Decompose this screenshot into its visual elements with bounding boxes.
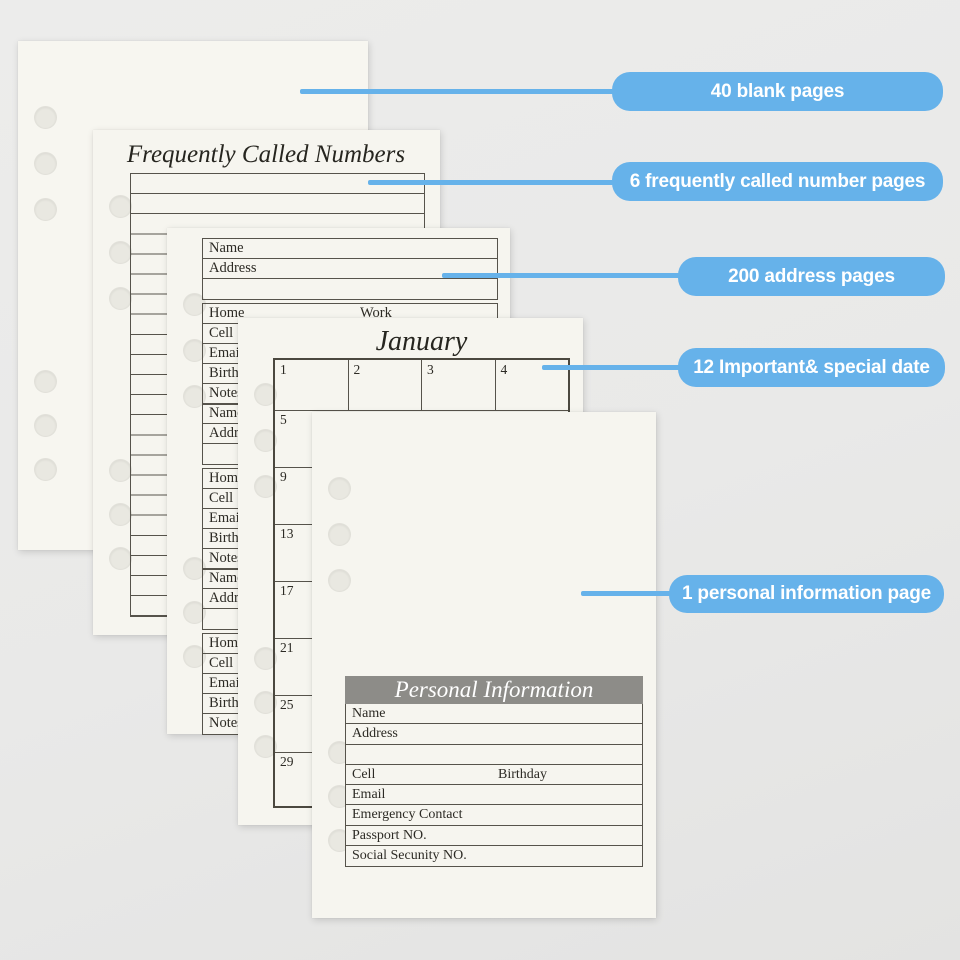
calendar-day-cell: 5 [275,410,568,467]
calendar-day-cell: 2 [349,360,422,410]
binder-hole [34,458,57,481]
binder-hole [254,647,277,670]
binder-hole [328,569,351,592]
binder-hole [109,503,132,526]
binder-hole [183,557,206,580]
calendar-week-row: 1 2 3 4 [275,360,568,410]
calendar-day-cell: 4 [500,362,508,377]
binder-hole [34,414,57,437]
field-row-notes: Notes [209,715,243,731]
callout-line-special-dates [542,365,682,370]
callout-line-frequent-numbers [368,180,618,185]
callout-line-blank-pages [300,89,615,94]
binder-hole [183,645,206,668]
binder-hole [254,383,277,406]
page-personal-information: Personal Information Name Address Cell B… [312,412,656,918]
calendar-month-title: January [375,326,468,357]
address-contact-block: Name Address [202,238,498,300]
callout-address-pages: 200 address pages [678,257,945,296]
binder-hole [34,152,57,175]
field-row-cell: Cell Birthday [346,765,642,786]
binder-hole [109,287,132,310]
field-row-name: Name [346,704,642,725]
field-row-passport: Passport NO. [346,826,642,847]
binder-hole [109,241,132,264]
field-row-blank [203,279,497,299]
callout-line-personal-info [581,591,673,596]
binder-hole [34,370,57,393]
callout-blank-pages: 40 blank pages [612,72,943,111]
binder-hole [183,339,206,362]
field-row-emergency-contact: Emergency Contact [346,805,642,826]
field-row-name: Name [203,239,497,259]
calendar-day-cell: 1 [275,360,349,410]
field-row-blank [346,745,642,765]
binder-hole [183,293,206,316]
personal-information-table: Name Address Cell Birthday Email Emergen… [345,704,643,868]
binder-hole [34,106,57,129]
binder-hole [254,735,277,758]
field-row-address: Address [346,724,642,745]
binder-hole [109,547,132,570]
field-row-address: Address [203,259,497,279]
binder-hole [254,429,277,452]
binder-hole [183,385,206,408]
binder-hole [183,601,206,624]
personal-information-title: Personal Information [345,676,643,704]
callout-line-address-pages [442,273,682,278]
binder-hole [254,691,277,714]
field-row-notes: Notes [209,385,243,401]
birthday-label: Birthday [498,766,547,782]
calendar-day-cell: 3 [422,360,496,410]
binder-hole [109,195,132,218]
callout-personal-info: 1 personal information page [669,575,944,613]
work-label: Work [360,305,392,321]
binder-hole [328,523,351,546]
frequently-called-numbers-title: Frequently Called Numbers [126,141,406,168]
binder-hole [328,477,351,500]
field-row-email: Email [346,785,642,806]
field-row-notes: Notes [209,550,243,566]
field-row-social-security: Social Secunity NO. [352,848,467,864]
binder-hole [254,475,277,498]
binder-hole [34,198,57,221]
callout-special-dates: 12 Important& special date [678,348,945,387]
binder-hole [109,459,132,482]
callout-frequent-numbers: 6 frequently called number pages [612,162,943,201]
